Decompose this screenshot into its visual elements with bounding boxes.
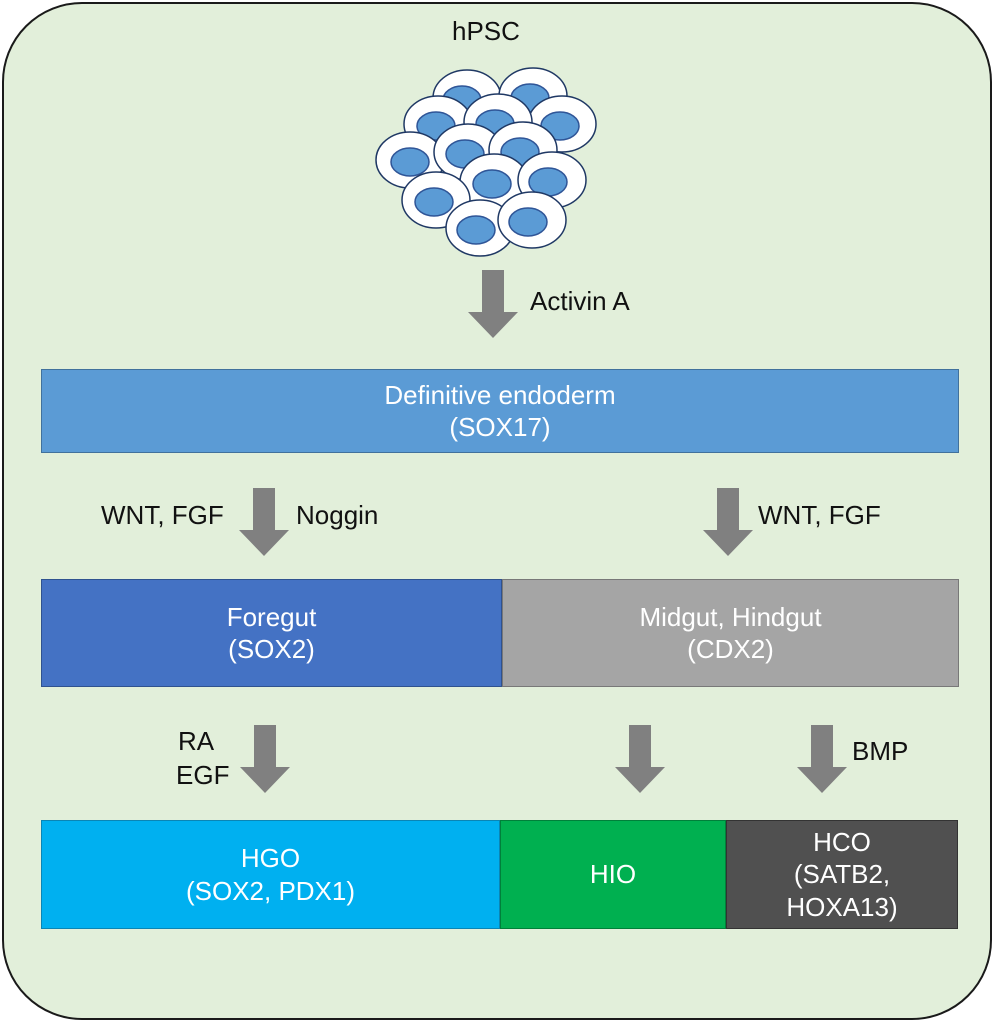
- activin-a-label: Activin A: [530, 286, 630, 316]
- endoderm-marker: (SOX17): [449, 412, 551, 442]
- hio-name: HIO: [589, 859, 637, 890]
- wnt-fgf-foregut-label: WNT, FGF: [101, 500, 224, 530]
- noggin-label: Noggin: [296, 500, 379, 530]
- definitive-endoderm-box: Definitive endoderm (SOX17): [41, 369, 959, 453]
- down-arrow-icon: [240, 725, 290, 793]
- down-arrow-icon: [797, 725, 847, 793]
- foregut-box: Foregut (SOX2): [41, 579, 502, 687]
- foregut-marker: (SOX2): [228, 634, 315, 664]
- midgut-hindgut-box: Midgut, Hindgut (CDX2): [502, 579, 959, 687]
- hco-marker-1: (SATB2,: [793, 859, 891, 890]
- hco-marker-2: HOXA13): [786, 891, 898, 922]
- wnt-fgf-hindgut-label: WNT, FGF: [758, 500, 881, 530]
- bmp-label: BMP: [852, 736, 909, 766]
- endoderm-name: Definitive endoderm: [384, 379, 616, 410]
- cell: [459, 153, 529, 211]
- cell: [497, 191, 567, 249]
- hgo-name: HGO: [240, 843, 301, 873]
- midgut-name: Midgut, Hindgut: [639, 601, 822, 632]
- hgo-box: HGO (SOX2, PDX1): [41, 820, 500, 929]
- ra-label: RA: [178, 726, 215, 756]
- down-arrow-icon: [468, 270, 518, 338]
- down-arrow-icon: [239, 488, 289, 556]
- midgut-marker: (CDX2): [687, 634, 774, 664]
- hpsc-title: hPSC: [452, 16, 520, 46]
- egf-label: EGF: [176, 760, 230, 790]
- stem-cell-cluster: [375, 67, 597, 257]
- hco-box: HCO (SATB2, HOXA13): [726, 820, 958, 929]
- hgo-marker: (SOX2, PDX1): [185, 875, 356, 906]
- foregut-name: Foregut: [226, 601, 317, 632]
- hco-name: HCO: [813, 826, 871, 857]
- down-arrow-icon: [615, 725, 665, 793]
- hio-box: HIO: [500, 820, 726, 929]
- down-arrow-icon: [703, 488, 753, 556]
